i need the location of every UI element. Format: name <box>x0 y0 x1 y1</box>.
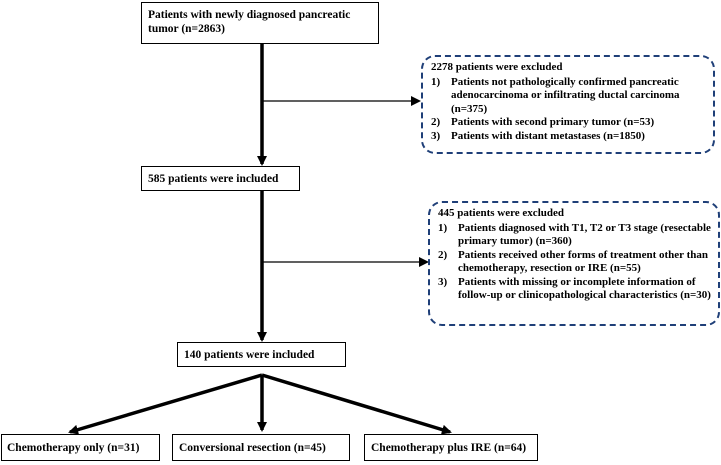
exclusion-1-item-text: Patients with second primary tumor (n=53… <box>451 116 655 128</box>
arrow-140-to-chemo-only <box>68 373 263 435</box>
box-140-included: 140 patients were included <box>177 342 346 367</box>
exclusion-1-item: 3) Patients with distant metastases (n=1… <box>431 130 707 144</box>
exclusion-2-item: 1) Patients diagnosed with T1, T2 or T3 … <box>438 222 712 249</box>
exclusion-2-item-text: Patients received other forms of treatme… <box>458 248 708 275</box>
exclusion-1-list: 1) Patients not pathologically confirmed… <box>431 76 707 144</box>
box-conversional-resection-text: Conversional resection (n=45) <box>179 442 326 454</box>
exclusion-2-item-text: Patients with missing or incomplete info… <box>458 275 711 302</box>
box-newly-diagnosed: Patients with newly diagnosed pancreatic… <box>141 2 379 44</box>
exclusion-1-item: 1) Patients not pathologically confirmed… <box>431 76 707 117</box>
box-585-included-text: 585 patients were included <box>148 173 279 185</box>
exclusion-2-item-number: 3) <box>438 275 448 288</box>
box-585-included: 585 patients were included <box>141 166 300 191</box>
exclusion-1-heading: 2278 patients were excluded <box>431 61 563 73</box>
exclusion-1-item-number: 2) <box>431 116 441 128</box>
box-chemotherapy-plus-ire: Chemotherapy plus IRE (n=64) <box>364 434 538 461</box>
exclusion-2-item-number: 1) <box>438 221 448 234</box>
exclusion-1-item-number: 1) <box>431 75 441 88</box>
exclusion-2-heading: 445 patients were excluded <box>438 207 564 219</box>
box-newly-diagnosed-text: Patients with newly diagnosed pancreatic… <box>148 9 351 35</box>
exclusion-1-item-text: Patients with distant metastases (n=1850… <box>451 129 645 142</box>
box-conversional-resection: Conversional resection (n=45) <box>172 434 350 461</box>
box-chemotherapy-only-text: Chemotherapy only (n=31) <box>7 442 140 454</box>
box-chemotherapy-only: Chemotherapy only (n=31) <box>1 434 160 461</box>
exclusion-2-item: 2) Patients received other forms of trea… <box>438 249 712 276</box>
exclusion-1-item: 2) Patients with second primary tumor (n… <box>431 116 707 130</box>
exclusion-2-item-number: 2) <box>438 248 448 261</box>
arrow-140-to-chemo-plus-ire <box>261 373 452 435</box>
exclusion-box-2: 445 patients were excluded 1) Patients d… <box>428 201 720 326</box>
exclusion-2-item-text: Patients diagnosed with T1, T2 or T3 sta… <box>458 221 711 248</box>
box-140-included-text: 140 patients were included <box>184 349 315 361</box>
exclusion-box-1: 2278 patients were excluded 1) Patients … <box>421 55 715 154</box>
box-chemotherapy-plus-ire-text: Chemotherapy plus IRE (n=64) <box>371 442 527 454</box>
exclusion-2-list: 1) Patients diagnosed with T1, T2 or T3 … <box>438 222 712 303</box>
exclusion-2-item: 3) Patients with missing or incomplete i… <box>438 276 712 303</box>
exclusion-1-item-number: 3) <box>431 129 441 142</box>
exclusion-1-item-text: Patients not pathologically confirmed pa… <box>451 75 680 115</box>
